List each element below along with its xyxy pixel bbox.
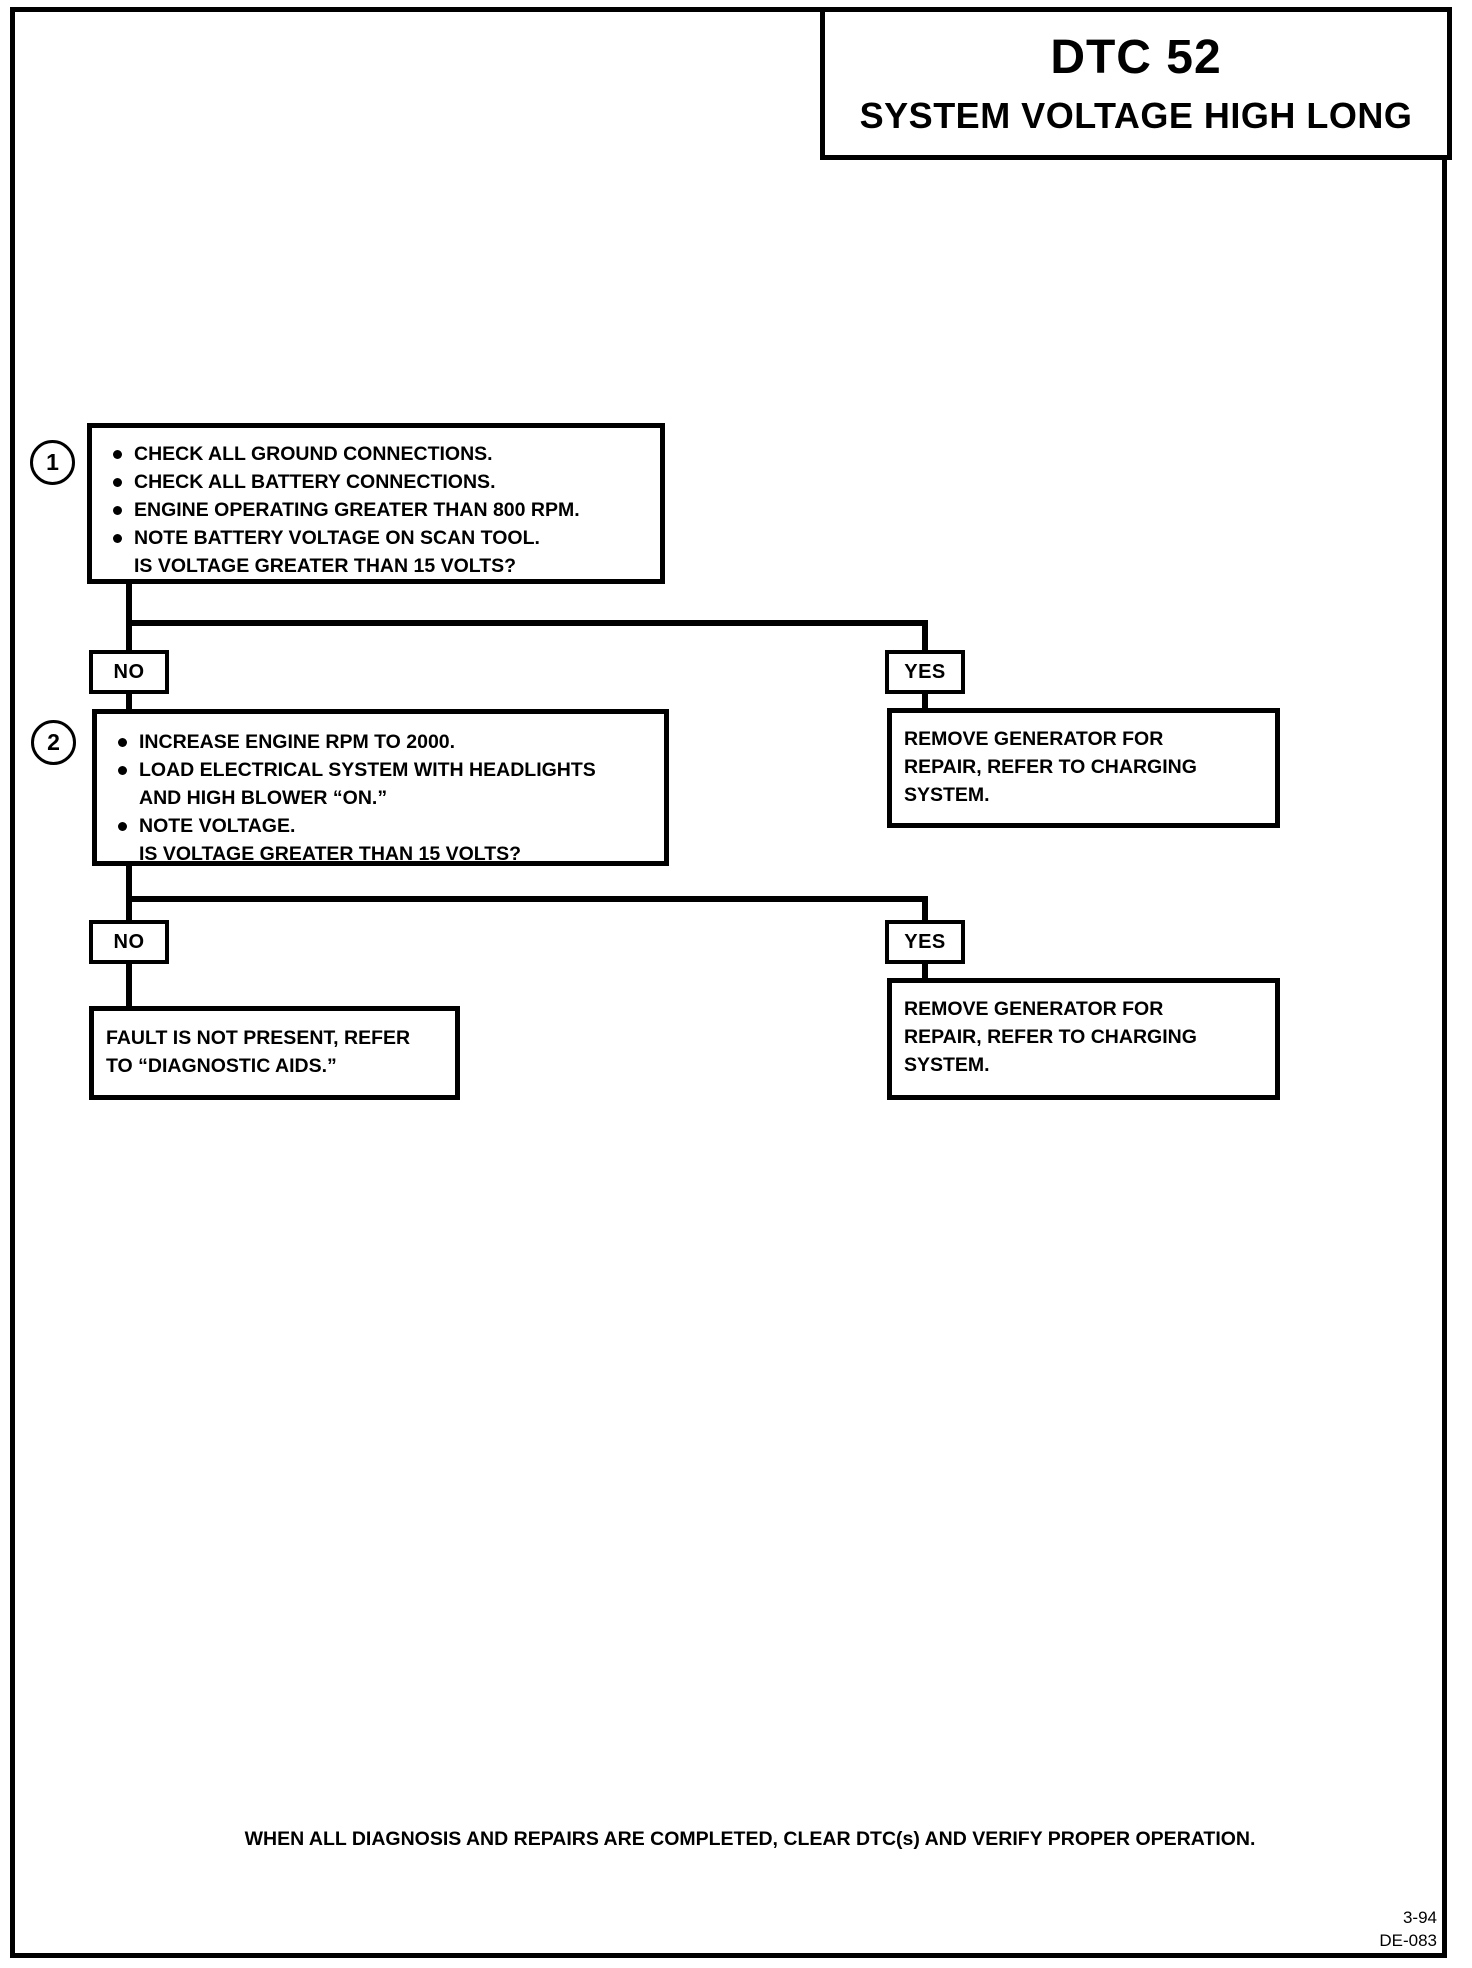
checklist-text: ENGINE OPERATING GREATER THAN 800 RPM. [134, 499, 580, 521]
question-text: IS VOLTAGE GREATER THAN 15 VOLTS? [139, 843, 522, 865]
bullet-icon [109, 812, 139, 840]
yes-label: YES [904, 660, 946, 683]
doc-ref: DE-083 [1379, 1931, 1437, 1950]
dtc-name: SYSTEM VOLTAGE HIGH LONG [859, 95, 1413, 136]
bullet-icon [104, 524, 134, 552]
checklist-item: CHECK ALL BATTERY CONNECTIONS. [104, 468, 650, 496]
outcome-text: REPAIR, REFER TO CHARGING [904, 1026, 1197, 1048]
title-box: DTC 52 SYSTEM VOLTAGE HIGH LONG [820, 7, 1452, 160]
checklist-text: LOAD ELECTRICAL SYSTEM WITH HEADLIGHTS A… [139, 759, 596, 809]
outcome-text: FAULT IS NOT PRESENT, REFER [106, 1027, 411, 1049]
checklist-text: NOTE BATTERY VOLTAGE ON SCAN TOOL. [134, 527, 540, 549]
checklist-item: LOAD ELECTRICAL SYSTEM WITH HEADLIGHTS A… [109, 756, 654, 812]
page-border [10, 7, 1447, 1958]
connector-line [126, 584, 132, 650]
outcome-remove-generator-1: REMOVE GENERATOR FOR REPAIR, REFER TO CH… [887, 708, 1280, 828]
checklist-text: INCREASE ENGINE RPM TO 2000. [139, 731, 456, 753]
outcome-remove-generator-2: REMOVE GENERATOR FOR REPAIR, REFER TO CH… [887, 978, 1280, 1100]
bullet-icon [109, 728, 139, 756]
connector-line [922, 620, 928, 650]
step-1-number: 1 [46, 449, 59, 475]
dtc-code: DTC 52 [1050, 31, 1222, 84]
checklist-text: CHECK ALL BATTERY CONNECTIONS. [134, 471, 496, 493]
no-box-2: NO [89, 920, 169, 964]
connector-line [126, 866, 132, 920]
step-2-number: 2 [47, 729, 60, 755]
outcome-text: REPAIR, REFER TO CHARGING [904, 756, 1197, 778]
yes-label: YES [904, 930, 946, 953]
connector-line [126, 620, 928, 626]
connector-line [922, 694, 928, 708]
outcome-text: REMOVE GENERATOR FOR [904, 998, 1164, 1020]
bullet-icon [104, 468, 134, 496]
outcome-text: TO “DIAGNOSTIC AIDS.” [106, 1055, 337, 1077]
question-line: IS VOLTAGE GREATER THAN 15 VOLTS? [139, 840, 654, 868]
checklist-text: NOTE VOLTAGE. [139, 815, 296, 837]
checklist-item: ENGINE OPERATING GREATER THAN 800 RPM. [104, 496, 650, 524]
yes-box-1: YES [885, 650, 965, 694]
step-2-box: INCREASE ENGINE RPM TO 2000. LOAD ELECTR… [92, 709, 669, 866]
connector-line [922, 896, 928, 920]
connector-line [126, 694, 132, 709]
connector-line [126, 964, 132, 1006]
connector-line [126, 896, 928, 902]
no-label: NO [113, 930, 145, 953]
outcome-fault-not-present: FAULT IS NOT PRESENT, REFER TO “DIAGNOST… [89, 1006, 460, 1100]
question-text: IS VOLTAGE GREATER THAN 15 VOLTS? [134, 555, 517, 577]
connector-line [922, 964, 928, 978]
no-box-1: NO [89, 650, 169, 694]
page-ref: 3-94 [1402, 1908, 1437, 1927]
checklist-text: CHECK ALL GROUND CONNECTIONS. [134, 443, 493, 465]
checklist-item: NOTE BATTERY VOLTAGE ON SCAN TOOL. [104, 524, 650, 552]
bullet-icon [104, 440, 134, 468]
no-label: NO [113, 660, 145, 683]
checklist-item: CHECK ALL GROUND CONNECTIONS. [104, 440, 650, 468]
page-refs: 3-94 DE-083 [1379, 1906, 1437, 1952]
yes-box-2: YES [885, 920, 965, 964]
checklist-item: NOTE VOLTAGE. [109, 812, 654, 840]
step-1-box: CHECK ALL GROUND CONNECTIONS. CHECK ALL … [87, 423, 665, 584]
footer-instruction: WHEN ALL DIAGNOSIS AND REPAIRS ARE COMPL… [244, 1828, 1256, 1850]
outcome-text: SYSTEM. [904, 1054, 990, 1076]
outcome-text: SYSTEM. [904, 784, 990, 806]
bullet-icon [109, 756, 139, 784]
outcome-text: REMOVE GENERATOR FOR [904, 728, 1164, 750]
bullet-icon [104, 496, 134, 524]
step-2-number-circle: 2 [31, 720, 76, 765]
checklist-item: INCREASE ENGINE RPM TO 2000. [109, 728, 654, 756]
question-line: IS VOLTAGE GREATER THAN 15 VOLTS? [134, 552, 650, 580]
step-1-number-circle: 1 [30, 440, 75, 485]
